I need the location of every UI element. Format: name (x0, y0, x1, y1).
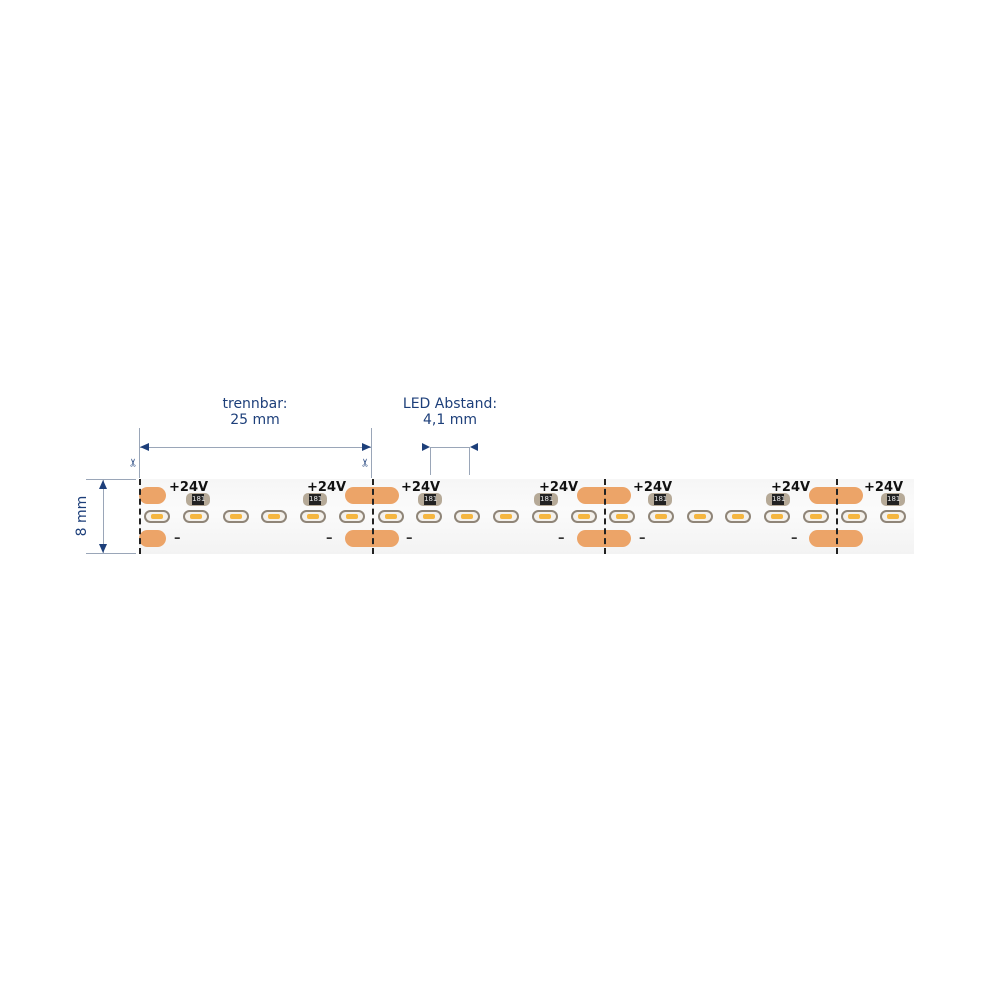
resistor-code: 181 (309, 494, 323, 505)
resistor: 181 (186, 493, 210, 506)
arrow-left-icon (140, 443, 149, 451)
spacing-dimension-line (430, 447, 469, 448)
arrow-down-icon (99, 544, 107, 553)
spacing-extension-line-left (430, 447, 431, 475)
smd-led (880, 510, 906, 523)
led-emitter (423, 514, 435, 519)
smd-led (183, 510, 209, 523)
resistor: 181 (418, 493, 442, 506)
cut-line (372, 479, 374, 554)
cut-line (139, 479, 141, 554)
smd-led (378, 510, 404, 523)
smd-led (493, 510, 519, 523)
resistor: 181 (766, 493, 790, 506)
voltage-minus-label: – (639, 531, 646, 546)
width-extension-top (86, 479, 136, 480)
voltage-plus-label: +24V (539, 480, 579, 495)
voltage-minus-label: – (791, 531, 798, 546)
smd-led (725, 510, 751, 523)
arrow-up-icon (99, 480, 107, 489)
led-emitter (616, 514, 628, 519)
resistor: 181 (648, 493, 672, 506)
smd-led (764, 510, 790, 523)
smd-led (339, 510, 365, 523)
led-spacing-label: LED Abstand: 4,1 mm (390, 396, 510, 428)
voltage-minus-label: – (326, 531, 333, 546)
resistor-code: 181 (772, 494, 786, 505)
led-spacing-value: 4,1 mm (423, 412, 477, 428)
smd-led (416, 510, 442, 523)
voltage-minus-label: – (558, 531, 565, 546)
resistor: 181 (303, 493, 327, 506)
resistor-code: 181 (424, 494, 438, 505)
smd-led (571, 510, 597, 523)
smd-led (454, 510, 480, 523)
cut-extension-line-left (139, 428, 140, 478)
resistor-code: 181 (887, 494, 901, 505)
led-emitter (655, 514, 667, 519)
voltage-plus-label: +24V (633, 480, 673, 495)
led-emitter (268, 514, 280, 519)
smd-led (300, 510, 326, 523)
cut-length-title: trennbar: (222, 396, 288, 412)
voltage-minus-label: – (174, 531, 181, 546)
led-emitter (151, 514, 163, 519)
voltage-minus-label: – (406, 531, 413, 546)
smd-led (223, 510, 249, 523)
led-emitter (190, 514, 202, 519)
solder-pad-plus (139, 487, 166, 504)
smd-led (648, 510, 674, 523)
led-emitter (539, 514, 551, 519)
voltage-plus-label: +24V (169, 480, 209, 495)
strip-width-label: 8 mm (74, 495, 90, 537)
scissors-icon: ✂ (359, 457, 373, 468)
solder-pad-minus (139, 530, 166, 547)
cut-length-label: trennbar: 25 mm (195, 396, 315, 428)
resistor: 181 (534, 493, 558, 506)
led-emitter (810, 514, 822, 519)
led-emitter (307, 514, 319, 519)
led-emitter (230, 514, 242, 519)
led-emitter (732, 514, 744, 519)
spacing-extension-line-right (469, 447, 470, 475)
led-emitter (578, 514, 590, 519)
resistor-code: 181 (654, 494, 668, 505)
led-emitter (461, 514, 473, 519)
smd-led (841, 510, 867, 523)
voltage-plus-label: +24V (864, 480, 904, 495)
smd-led (261, 510, 287, 523)
width-extension-bottom (86, 553, 136, 554)
led-emitter (848, 514, 860, 519)
resistor-code: 181 (540, 494, 554, 505)
width-dimension-line (103, 480, 104, 553)
cut-extension-line-right (371, 428, 372, 478)
cut-line (604, 479, 606, 554)
led-emitter (500, 514, 512, 519)
led-emitter (887, 514, 899, 519)
smd-led (144, 510, 170, 523)
smd-led (609, 510, 635, 523)
voltage-plus-label: +24V (307, 480, 347, 495)
scissors-icon: ✂ (127, 457, 141, 468)
voltage-plus-label: +24V (401, 480, 441, 495)
smd-led (687, 510, 713, 523)
resistor: 181 (881, 493, 905, 506)
smd-led (803, 510, 829, 523)
cut-length-value: 25 mm (230, 412, 280, 428)
smd-led (532, 510, 558, 523)
cut-line (836, 479, 838, 554)
led-emitter (346, 514, 358, 519)
led-emitter (694, 514, 706, 519)
resistor-code: 181 (192, 494, 206, 505)
cut-dimension-line (140, 447, 371, 448)
arrow-right-icon (422, 443, 430, 451)
voltage-plus-label: +24V (771, 480, 811, 495)
led-spacing-title: LED Abstand: (402, 396, 498, 412)
arrow-left-icon (470, 443, 478, 451)
led-emitter (771, 514, 783, 519)
led-emitter (385, 514, 397, 519)
arrow-right-icon (362, 443, 371, 451)
